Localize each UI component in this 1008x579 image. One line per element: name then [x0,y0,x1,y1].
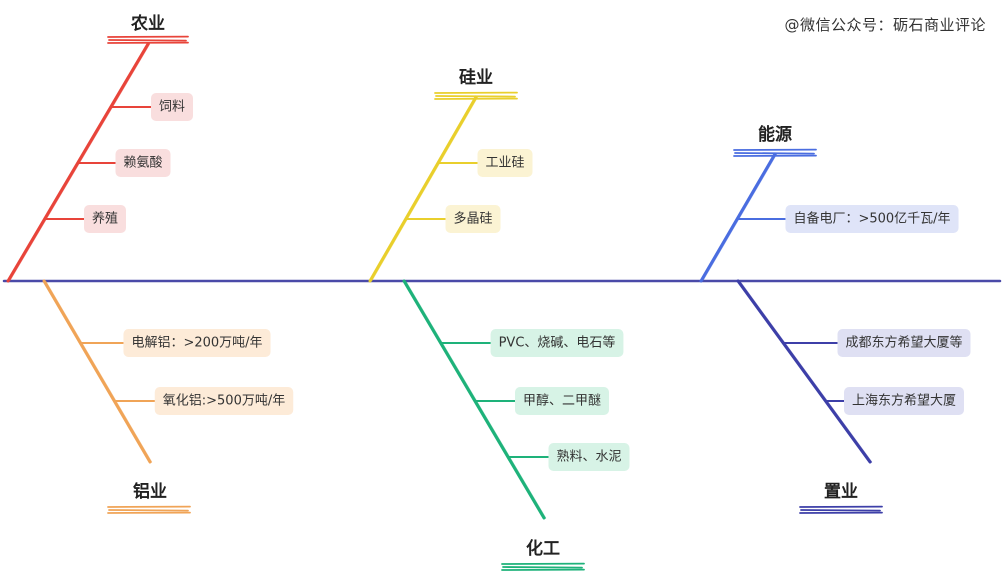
item-box [123,329,271,357]
item-box [445,205,501,233]
item-box [115,149,171,177]
item-box [154,387,294,415]
item-box [837,329,971,357]
category-underline [435,95,516,98]
category-underline [108,39,187,42]
branch-bone [402,279,546,520]
category-underline [108,509,189,512]
branch-item: 赖氨酸 [115,149,171,177]
item-box [83,205,127,233]
branch-item: 电解铝：>200万吨/年 [123,329,271,357]
branch-bone-sketch [370,96,479,282]
branch-item: 工业硅 [477,149,533,177]
branch-bone [736,279,872,464]
item-label: 赖氨酸 [123,156,162,171]
item-label: 自备电厂：>500亿千瓦/年 [793,211,950,227]
branch-item: 上海东方希望大厦 [843,387,965,415]
item-label: 氧化铝:>500万吨/年 [163,394,285,409]
item-label: 工业硅 [485,156,524,171]
item-label: 多晶硅 [453,211,492,227]
category-underline [800,509,881,512]
category-label: 农业 [130,13,165,34]
branch-item: 饲料 [150,93,194,121]
branch-item: PVC、烧碱、电石等 [490,329,624,357]
item-box [477,149,533,177]
category-label: 化工 [526,538,560,559]
category-label: 铝业 [133,481,167,502]
category-underline [734,152,815,155]
branch-item: 多晶硅 [445,205,501,233]
branch-bone-sketch [44,280,153,463]
item-label: 甲醇、二甲醚 [523,393,601,409]
branch-bone-sketch [701,153,778,282]
watermark: @微信公众号：砺石商业评论 [784,16,986,34]
category-underline [502,566,583,569]
item-box [548,443,630,471]
branch-item: 养殖 [83,205,127,233]
branch-item: 成都东方希望大厦等 [837,329,971,357]
item-box [843,387,965,415]
item-label: 成都东方希望大厦等 [845,335,962,351]
branch-bone [368,95,478,283]
item-box [150,93,194,121]
branch-item: 熟料、水泥 [548,443,630,471]
item-label: 电解铝：>200万吨/年 [131,336,262,351]
branch-item: 甲醇、二甲醚 [514,387,610,415]
item-label: 上海东方希望大厦 [852,393,956,409]
item-box [490,329,624,357]
item-label: PVC、烧碱、电石等 [499,335,616,351]
category-label: 能源 [758,124,792,145]
item-label: 熟料、水泥 [556,449,621,465]
branch-bone-sketch [738,280,873,463]
category-label: 硅业 [459,67,493,88]
category-label: 置业 [824,482,858,502]
item-box [785,205,959,233]
branch-item: 氧化铝:>500万吨/年 [154,387,294,415]
branch-item: 自备电厂：>500亿千瓦/年 [785,205,959,233]
branch-bone [699,152,777,283]
item-label: 饲料 [159,100,185,115]
branch-bone-sketch [404,280,547,519]
item-box [514,387,610,415]
branch-bone [42,279,152,464]
item-label: 养殖 [92,211,118,227]
